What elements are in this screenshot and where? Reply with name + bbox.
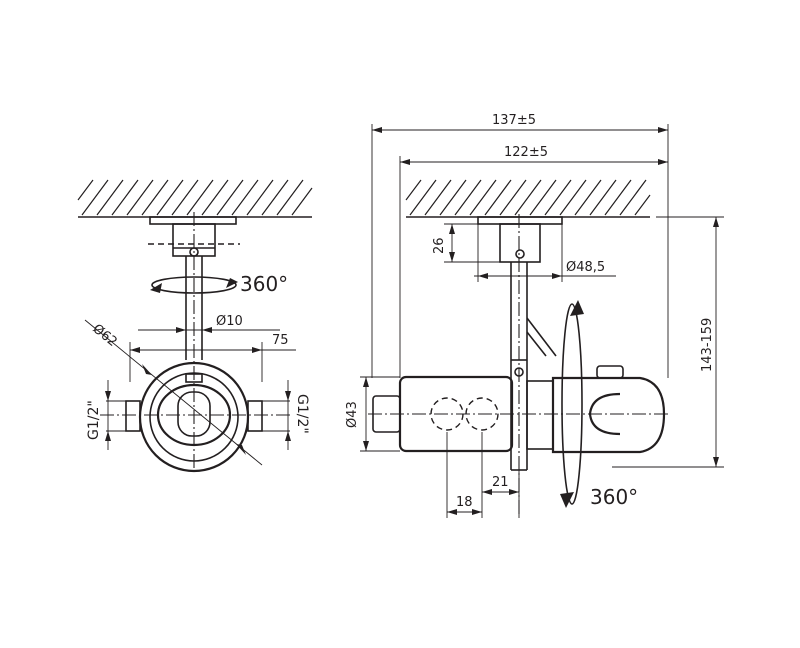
front-view: 360° Ø10 75 G1/2" bbox=[77, 179, 313, 473]
mixer-housing bbox=[526, 380, 554, 450]
side-view: 137±5 122±5 bbox=[345, 113, 724, 518]
inner-width-label: 122±5 bbox=[504, 145, 548, 160]
dim-18-label: 18 bbox=[456, 495, 473, 510]
mount-flange-right bbox=[499, 223, 541, 263]
pipe-diameter-label: Ø10 bbox=[216, 314, 243, 329]
flange-diameter-label: Ø48,5 bbox=[566, 260, 605, 275]
mount-plate-right bbox=[477, 216, 563, 225]
rotation-label-right: 360° bbox=[590, 485, 638, 509]
dim-75-label: 75 bbox=[272, 333, 289, 348]
handle-body bbox=[551, 376, 666, 454]
handle-knob bbox=[177, 391, 211, 437]
mount-height-label: 26 bbox=[432, 237, 447, 254]
inlet-right bbox=[247, 400, 263, 432]
rotation-label-left: 360° bbox=[240, 272, 288, 296]
handle-grip bbox=[588, 392, 621, 436]
ceiling-hatch-right bbox=[405, 179, 651, 218]
overall-width-label: 137±5 bbox=[492, 113, 536, 128]
dim-21-label: 21 bbox=[492, 475, 509, 490]
rotation-arrow-right bbox=[560, 300, 584, 508]
height-range-label: 143-159 bbox=[700, 318, 715, 372]
ceiling-hatch-left bbox=[77, 179, 313, 218]
round-diameter-label: Ø62 bbox=[89, 321, 119, 350]
inlet-left bbox=[125, 400, 141, 432]
thread-right-label: G1/2" bbox=[294, 394, 310, 434]
body-diameter-label: Ø43 bbox=[345, 401, 360, 428]
mount-plate-left bbox=[149, 216, 237, 225]
rotation-arrow-left bbox=[150, 276, 238, 294]
body-inner-circle bbox=[149, 372, 239, 462]
screw-right bbox=[515, 249, 525, 259]
thread-left-label: G1/2" bbox=[86, 400, 102, 440]
